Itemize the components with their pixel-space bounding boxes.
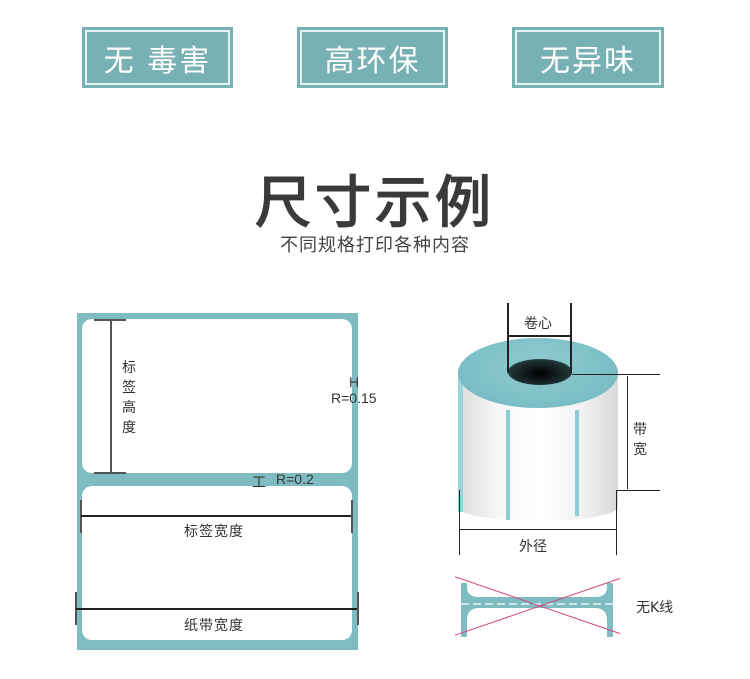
roll-width-line-top [572, 374, 660, 375]
tape-width-line [76, 608, 358, 610]
badge-label: 无 毒害 [103, 43, 212, 79]
diameter-line-right [616, 490, 617, 555]
label-top [82, 319, 352, 473]
no-k-line-text: 无K线 [636, 600, 674, 616]
corner-radius-label: R=0.15 [331, 390, 377, 406]
core-line-left [507, 303, 509, 373]
outer-diameter-text: 外径 [519, 539, 547, 555]
height-tick-bottom [94, 472, 126, 474]
badge-label: 高环保 [324, 43, 421, 79]
gap-radius-label: R=0.2 [276, 471, 314, 487]
core-line-right [570, 303, 572, 373]
label-height-text: 标 签 高 度 [122, 360, 136, 436]
roll-width-arrow [627, 376, 628, 489]
badge-non-toxic: 无 毒害 [82, 27, 233, 88]
tape-width-tick-right [357, 592, 359, 625]
label-width-text: 标签宽度 [184, 524, 244, 540]
section-title: 尺寸示例 [255, 171, 495, 236]
label-width-tick-left [80, 500, 82, 533]
badge-eco-friendly: 高环保 [297, 27, 448, 88]
section-subtitle: 不同规格打印各种内容 [280, 235, 470, 256]
label-width-line [81, 515, 352, 517]
roll-gap-stripe [506, 410, 510, 520]
gap-marker: 工 [252, 475, 266, 491]
diameter-arrow [460, 529, 616, 530]
roll-width-text: 带 宽 [633, 422, 647, 458]
badge-label: 无异味 [540, 43, 636, 79]
corner-h-marker: H [349, 374, 360, 390]
core-text: 卷心 [524, 316, 552, 332]
tape-width-text: 纸带宽度 [184, 618, 244, 634]
roll-width-line-bottom [616, 490, 660, 491]
core-line-horizontal [507, 335, 571, 337]
diameter-line-left [459, 490, 460, 555]
label-width-tick-right [351, 500, 353, 533]
roll-edge-left [458, 372, 463, 512]
label-bottom [82, 486, 352, 640]
roll-gap-stripe [575, 410, 579, 516]
roll-core-hole [508, 359, 572, 385]
no-k-line-illustration [455, 576, 620, 637]
badge-odorless: 无异味 [512, 27, 664, 88]
height-dimension-line [110, 319, 112, 473]
tape-width-tick-left [75, 592, 77, 625]
